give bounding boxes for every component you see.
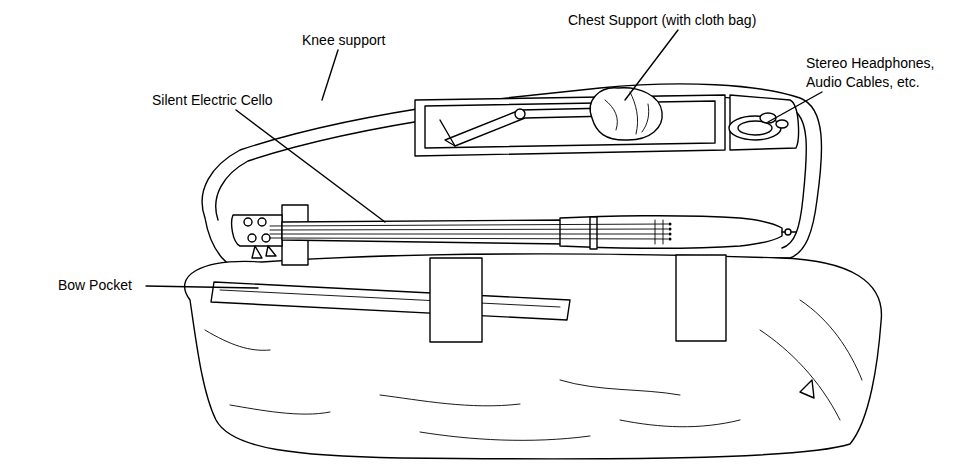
headphone-cup (776, 120, 788, 128)
part-label: Stereo Headphones, Audio Cables, etc. (806, 54, 961, 92)
cello-strings (270, 224, 668, 239)
part-label: Knee support (302, 31, 385, 50)
case-shell (202, 84, 821, 278)
leader-line (322, 50, 338, 100)
cello-bridge (590, 217, 597, 249)
tuning-peg-wing (252, 246, 276, 258)
cello-body (560, 216, 782, 249)
bow-pocket (211, 282, 570, 320)
knee-support (445, 108, 612, 146)
part-label: Chest Support (with cloth bag) (568, 11, 756, 30)
tuning-peg (244, 218, 252, 226)
knee-support-knob (515, 109, 525, 119)
knee-support-compartment (415, 95, 725, 156)
chest-support-bag (590, 88, 662, 140)
cello-fingerboard (282, 220, 565, 244)
support-block (676, 255, 726, 341)
leader-line (768, 92, 822, 122)
tuning-peg (248, 234, 256, 242)
leader-line (146, 286, 258, 288)
flap-wrinkles (205, 300, 862, 440)
string-anchor (669, 223, 672, 226)
tuning-peg (258, 218, 266, 226)
end-pin-knob (785, 229, 791, 235)
accessory-compartment (730, 95, 798, 150)
part-label: Silent Electric Cello (152, 91, 273, 110)
case-flap (185, 254, 882, 459)
string-anchor (669, 233, 672, 236)
compartment-inner (425, 101, 715, 148)
cello-scroll (232, 215, 282, 246)
tuning-peg (262, 234, 270, 242)
leader-line (236, 110, 385, 222)
string-anchor (669, 238, 672, 241)
part-label: Bow Pocket (58, 276, 132, 295)
string-anchor (669, 228, 672, 231)
zipper-pull (800, 380, 814, 398)
bow-pocket-edge (220, 290, 560, 307)
leader-line (625, 30, 678, 100)
support-block (430, 258, 482, 342)
